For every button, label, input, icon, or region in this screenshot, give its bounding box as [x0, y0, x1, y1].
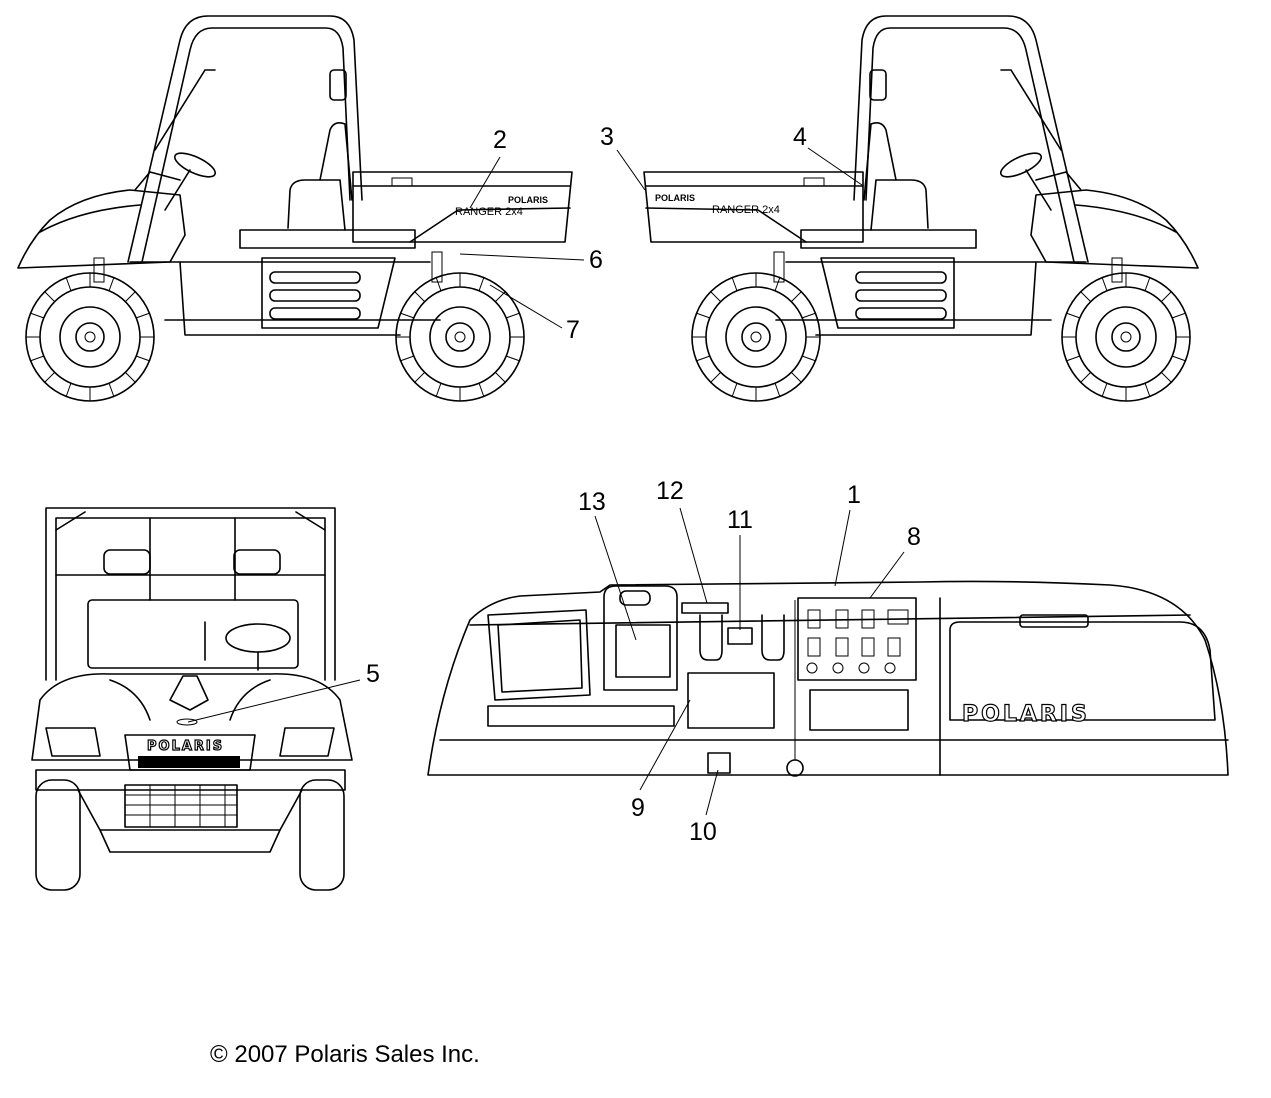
front-view: POLARIS [31, 507, 353, 891]
right-side-view: RANGER 2x4 POLARIS [644, 16, 1198, 401]
callout-13: 13 [578, 488, 606, 516]
brand-decal-left: POLARIS [508, 195, 548, 205]
callout-12: 12 [656, 477, 684, 505]
callout-11: 11 [727, 506, 753, 534]
callout-3: 3 [600, 123, 614, 151]
brand-decal-front: POLARIS [147, 739, 224, 754]
callout-9: 9 [631, 794, 645, 822]
callout-7: 7 [566, 316, 580, 344]
callout-6: 6 [589, 246, 603, 274]
left-side-view: RANGER 2x4 POLARIS [18, 16, 572, 401]
ranger-decal-left: RANGER 2x4 [455, 206, 523, 218]
copyright-notice: © 2007 Polaris Sales Inc. [210, 1041, 480, 1068]
brand-decal-right: POLARIS [655, 193, 695, 203]
callout-numbers: 2 3 4 6 7 5 13 12 11 1 8 9 10 [366, 123, 921, 846]
callout-10: 10 [689, 818, 717, 846]
callout-2: 2 [493, 126, 507, 154]
callout-1: 1 [847, 481, 861, 509]
callout-8: 8 [907, 523, 921, 551]
leader-lines [187, 147, 905, 816]
dashboard-view: POLARIS [427, 580, 1229, 777]
callout-5: 5 [366, 660, 380, 688]
callout-4: 4 [793, 123, 807, 151]
ranger-decal-right: RANGER 2x4 [712, 204, 780, 216]
brand-decal-dash: POLARIS [962, 702, 1090, 727]
